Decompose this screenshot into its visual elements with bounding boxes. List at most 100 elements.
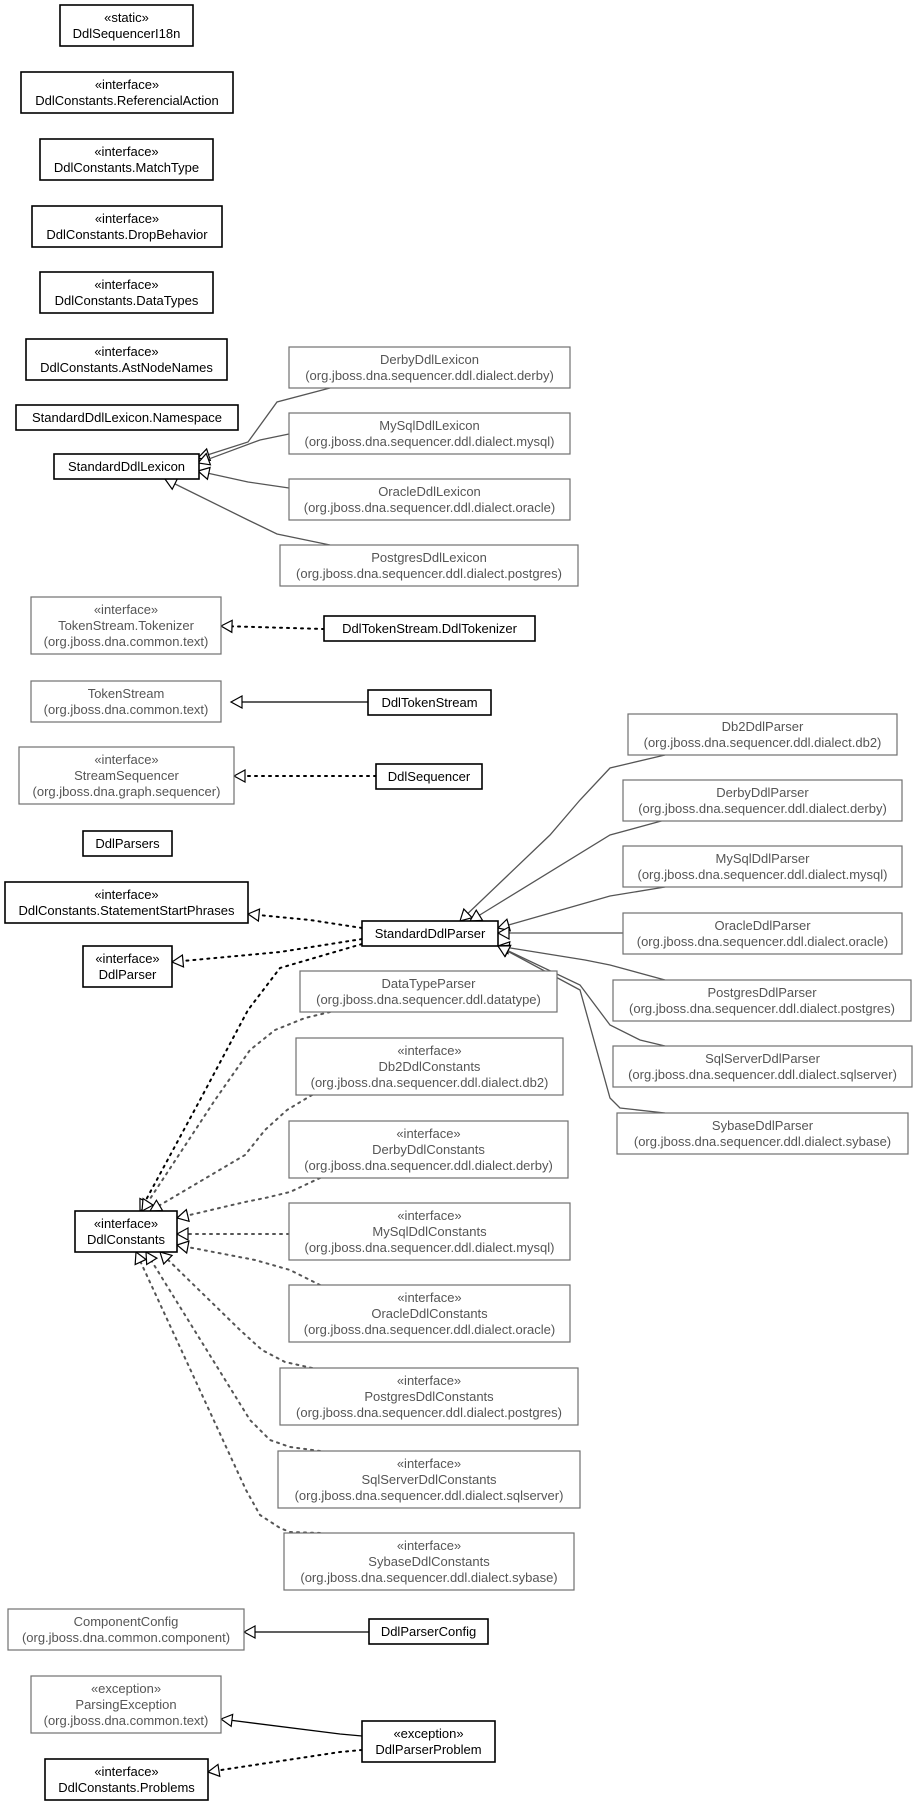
edge-line: [174, 483, 331, 546]
class-name-label: Db2DdlConstants: [379, 1059, 481, 1074]
class-box-derbyddlconstants: [288, 1120, 569, 1179]
class-node-ddlconstants-matchtype: «interface»DdlConstants.MatchType: [39, 138, 214, 181]
class-node-mysqlddlparser: MySqlDdlParser(org.jboss.dna.sequencer.d…: [622, 845, 903, 888]
realization-edge: [170, 938, 363, 968]
class-box-ddlparserproblem: [361, 1720, 496, 1763]
stereotype-label: «interface»: [94, 752, 158, 767]
arrowhead-icon: [242, 1624, 256, 1640]
class-node-oracleddlparser: OracleDdlParser(org.jboss.dna.sequencer.…: [622, 912, 903, 955]
class-node-sybaseddlconstants: «interface»SybaseDdlConstants(org.jboss.…: [283, 1532, 575, 1591]
arrowhead-icon: [159, 1251, 174, 1266]
edge-line: [139, 1260, 321, 1534]
class-name-label: DdlConstants.ReferencialAction: [35, 93, 219, 108]
class-box-db2ddlparser: [627, 713, 898, 756]
class-node-postgresddlconstants: «interface»PostgresDdlConstants(org.jbos…: [279, 1367, 579, 1426]
class-name-label: PostgresDdlLexicon: [371, 550, 487, 565]
class-box-ddlconstants-matchtype: [39, 138, 214, 181]
stereotype-label: «interface»: [397, 1208, 461, 1223]
stereotype-label: «interface»: [397, 1373, 461, 1388]
package-label: (org.jboss.dna.sequencer.ddl.dialect.syb…: [634, 1134, 891, 1149]
realization-edge: [159, 1251, 313, 1369]
edge-line: [467, 754, 666, 914]
class-node-tokenstream: TokenStream(org.jboss.dna.common.text): [30, 680, 222, 723]
class-name-label: OracleDdlParser: [714, 918, 811, 933]
arrowhead-icon: [496, 925, 510, 941]
class-name-label: DerbyDdlConstants: [372, 1142, 485, 1157]
stereotype-label: «interface»: [397, 1456, 461, 1471]
generalization-edge: [242, 1624, 369, 1640]
edge-line: [208, 387, 331, 456]
generalization-edge: [196, 433, 290, 466]
stereotype-label: «interface»: [94, 144, 158, 159]
class-node-ddlconstants-dropbehavior: «interface»DdlConstants.DropBehavior: [31, 205, 223, 248]
class-box-parsingexception: [30, 1675, 222, 1734]
class-box-standardddllexicon-namespace: [15, 404, 239, 431]
class-name-label: SybaseDdlConstants: [368, 1554, 490, 1569]
stereotype-label: «interface»: [95, 211, 159, 226]
class-name-label: DdlConstants.AstNodeNames: [40, 360, 213, 375]
class-name-label: DdlConstants.DataTypes: [55, 293, 199, 308]
class-name-label: OracleDdlLexicon: [378, 484, 481, 499]
class-name-label: MySqlDdlLexicon: [379, 418, 479, 433]
generalization-edge: [219, 1713, 363, 1737]
package-label: (org.jboss.dna.sequencer.ddl.dialect.mys…: [304, 1240, 554, 1255]
package-label: (org.jboss.dna.sequencer.ddl.dialect.ora…: [304, 500, 555, 515]
stereotype-label: «interface»: [95, 951, 159, 966]
class-node-ddltokenstream: DdlTokenStream: [367, 689, 492, 716]
class-node-parsingexception: «exception»ParsingException(org.jboss.dn…: [30, 1675, 222, 1734]
class-name-label: DdlConstants.StatementStartPhrases: [18, 903, 235, 918]
class-name-label: DdlParserConfig: [381, 1624, 476, 1639]
class-name-label: DataTypeParser: [382, 976, 477, 991]
class-box-tokenstream: [30, 680, 222, 723]
class-box-streamsequencer: [18, 746, 235, 805]
edge-line: [147, 1011, 331, 1203]
class-node-oracleddllexicon: OracleDdlLexicon(org.jboss.dna.sequencer…: [288, 478, 571, 521]
class-node-mysqlddlconstants: «interface»MySqlDdlConstants(org.jboss.d…: [288, 1202, 571, 1261]
class-box-derbyddlparser: [622, 779, 903, 822]
class-name-label: DdlConstants.DropBehavior: [46, 227, 208, 242]
class-name-label: DdlParser: [99, 967, 157, 982]
class-box-ddlconstants: [74, 1210, 178, 1253]
class-box-oracleddlparser: [622, 912, 903, 955]
class-node-standardddlparser: StandardDdlParser: [361, 920, 499, 947]
class-name-label: SybaseDdlParser: [712, 1118, 814, 1133]
arrowhead-icon: [170, 953, 185, 968]
class-name-label: DdlSequencer: [388, 769, 471, 784]
package-label: (org.jboss.dna.sequencer.ddl.dialect.der…: [304, 1158, 553, 1173]
class-box-ddlparser: [82, 945, 173, 988]
package-label: (org.jboss.dna.sequencer.ddl.dialect.der…: [638, 801, 887, 816]
edge-line: [186, 1246, 321, 1286]
package-label: (org.jboss.dna.graph.sequencer): [33, 784, 221, 799]
class-node-postgresddllexicon: PostgresDdlLexicon(org.jboss.dna.sequenc…: [279, 544, 579, 587]
package-label: (org.jboss.dna.sequencer.ddl.dialect.pos…: [296, 1405, 562, 1420]
package-label: (org.jboss.dna.sequencer.ddl.dialect.mys…: [304, 434, 554, 449]
class-name-label: StandardDdlLexicon: [68, 459, 185, 474]
arrowhead-icon: [246, 908, 261, 923]
class-node-ddlparserconfig: DdlParserConfig: [368, 1618, 489, 1645]
arrowhead-icon: [232, 768, 246, 784]
edge-line: [208, 472, 290, 489]
realization-edge: [141, 1011, 331, 1213]
edge-line: [479, 819, 666, 916]
class-box-oracleddllexicon: [288, 478, 571, 521]
arrowhead-icon: [196, 452, 212, 466]
class-name-label: StandardDdlLexicon.Namespace: [32, 410, 222, 425]
class-name-label: SqlServerDdlConstants: [361, 1472, 497, 1487]
edge-line: [257, 914, 363, 929]
class-name-label: MySqlDdlConstants: [372, 1224, 487, 1239]
class-node-derbyddlparser: DerbyDdlParser(org.jboss.dna.sequencer.d…: [622, 779, 903, 822]
arrowhead-icon: [134, 1250, 148, 1266]
class-name-label: DdlConstants: [87, 1232, 166, 1247]
arrowhead-icon: [229, 694, 243, 710]
class-name-label: Db2DdlParser: [722, 719, 804, 734]
arrowhead-icon: [206, 1763, 221, 1778]
class-node-db2ddlparser: Db2DdlParser(org.jboss.dna.sequencer.ddl…: [627, 713, 898, 756]
class-box-ddlconstants-statementstartphrases: [4, 881, 249, 924]
package-label: (org.jboss.dna.common.text): [44, 1713, 209, 1728]
stereotype-label: «interface»: [397, 1043, 461, 1058]
realization-edge: [134, 1250, 321, 1534]
class-name-label: ComponentConfig: [74, 1614, 179, 1629]
class-name-label: PostgresDdlConstants: [364, 1389, 494, 1404]
class-node-sqlserverddlparser: SqlServerDdlParser(org.jboss.dna.sequenc…: [612, 1045, 913, 1088]
